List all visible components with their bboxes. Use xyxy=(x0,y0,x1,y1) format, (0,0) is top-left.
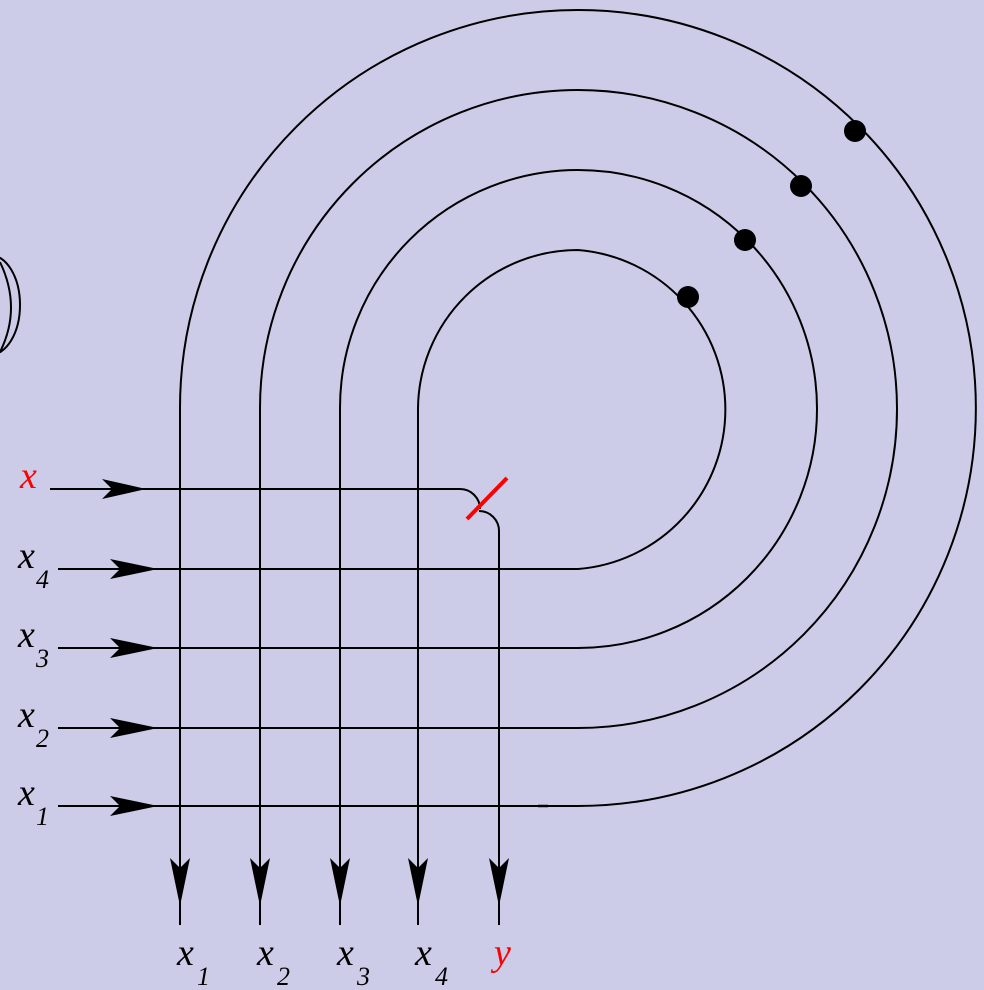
input-label-x3-base: x xyxy=(17,614,35,656)
arrowhead-x xyxy=(102,479,146,499)
arrowhead-out-3 xyxy=(330,858,350,906)
loop-dot-3 xyxy=(734,229,756,251)
output-label-x4: x 4 xyxy=(414,932,448,990)
arrowhead-x3 xyxy=(110,638,158,658)
cut-marker xyxy=(465,476,509,521)
output-label-x2: x 2 xyxy=(256,932,290,990)
output-label-x2-sub: 2 xyxy=(277,962,290,990)
input-label-x2-sub: 2 xyxy=(36,724,49,753)
strand-y-down xyxy=(478,510,500,925)
arrowhead-out-1 xyxy=(170,858,190,906)
loop-dot-1 xyxy=(844,120,866,142)
input-label-x1-sub: 1 xyxy=(36,802,49,831)
arrowhead-out-4 xyxy=(408,858,428,906)
input-label-x4: x 4 xyxy=(17,535,49,594)
input-label-x3-sub: 3 xyxy=(35,644,49,673)
output-label-x4-sub: 4 xyxy=(435,962,448,990)
output-label-x3-sub: 3 xyxy=(356,962,370,990)
strand-loop-4 xyxy=(160,248,727,925)
input-label-x2-base: x xyxy=(17,694,35,736)
loop-dot-4 xyxy=(677,286,699,308)
arrowhead-out-y xyxy=(489,858,509,906)
input-label-x: x xyxy=(19,455,37,497)
output-label-x1-base: x xyxy=(176,932,194,974)
strand-loop-1 xyxy=(160,8,977,925)
input-label-x2: x 2 xyxy=(17,694,49,753)
input-label-x4-base: x xyxy=(17,535,35,577)
arrowhead-x4 xyxy=(110,559,158,579)
left-edge-arc xyxy=(0,256,21,354)
strand-x-to-y xyxy=(146,488,481,510)
output-label-x3-base: x xyxy=(336,932,354,974)
output-label-y: y xyxy=(490,932,511,974)
output-label-x3: x 3 xyxy=(336,932,370,990)
input-label-x-base: x xyxy=(19,455,37,497)
input-label-x3: x 3 xyxy=(17,614,49,673)
input-label-x1: x 1 xyxy=(17,772,49,831)
left-edge-arc-right xyxy=(0,261,12,353)
output-label-x1: x 1 xyxy=(176,932,210,990)
output-label-y-base: y xyxy=(490,932,511,974)
arrowhead-x1 xyxy=(110,796,158,816)
output-label-x4-base: x xyxy=(414,932,432,974)
arrowhead-out-2 xyxy=(250,858,270,906)
input-label-x4-sub: 4 xyxy=(36,565,49,594)
arrowhead-x2 xyxy=(110,718,158,738)
input-label-x1-base: x xyxy=(17,772,35,814)
strand-loop-3 xyxy=(160,168,818,925)
output-label-x1-sub: 1 xyxy=(197,962,210,990)
output-label-x2-base: x xyxy=(256,932,274,974)
strand-loop-2 xyxy=(160,88,898,925)
loop-dot-2 xyxy=(790,175,812,197)
